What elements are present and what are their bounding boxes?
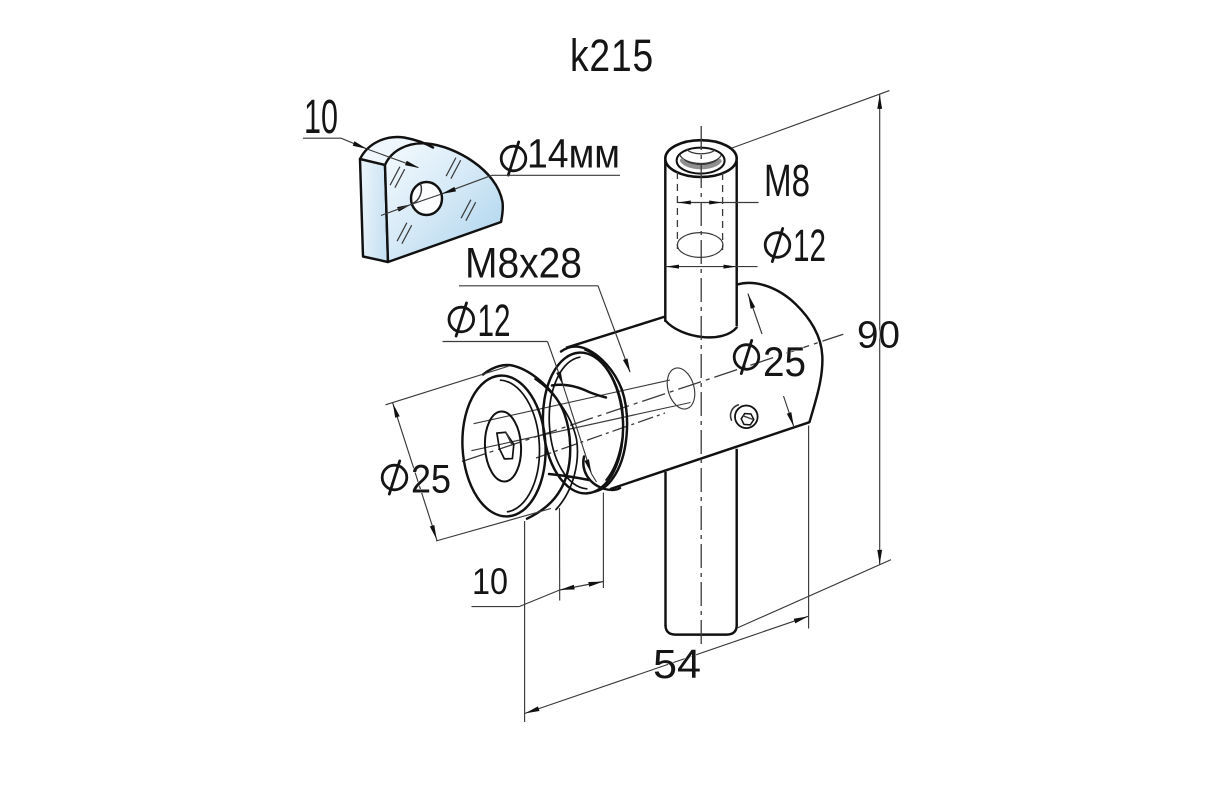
svg-text:12: 12 xyxy=(793,220,826,271)
svg-text:10: 10 xyxy=(304,91,338,144)
svg-text:14мм: 14мм xyxy=(527,131,620,177)
svg-text:90: 90 xyxy=(857,315,900,357)
svg-text:10: 10 xyxy=(472,560,508,602)
svg-text:25: 25 xyxy=(763,338,806,385)
svg-text:54: 54 xyxy=(653,641,701,687)
svg-text:M8: M8 xyxy=(764,155,810,206)
svg-text:12: 12 xyxy=(478,295,511,346)
svg-text:M8x28: M8x28 xyxy=(465,240,582,288)
svg-text:k215: k215 xyxy=(570,30,654,81)
svg-text:25: 25 xyxy=(411,458,451,502)
